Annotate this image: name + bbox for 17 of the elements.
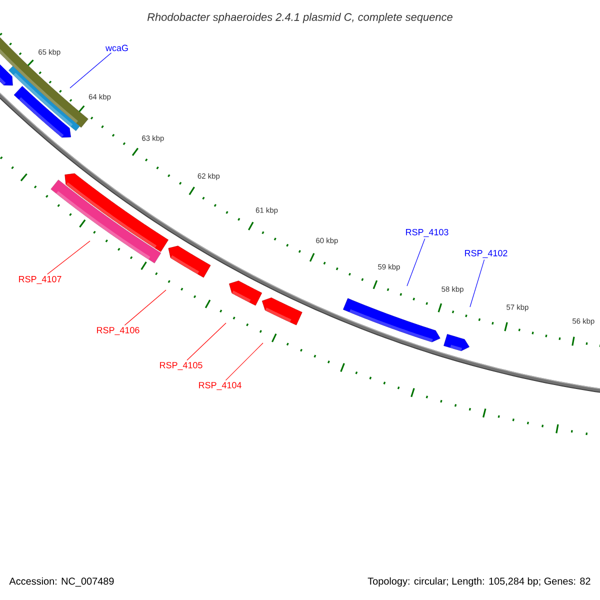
gene-label: wcaG [106,44,128,52]
footer-text: Topology: circular; Length: 105,284 bp; Genes: 82 [368,577,590,587]
leader-line [47,240,90,275]
gene-label: RSP_4102 [465,250,508,258]
gene-label: RSP_4107 [19,276,62,284]
leader-line [406,238,426,286]
gene-label: RSP_4104 [199,382,242,390]
gene-label: RSP_4103 [406,228,448,238]
title: Rhodobacter sphaeroides 2.4.1 plasmid C, complete sequence [147,12,452,24]
leader-line [225,342,264,381]
leader-line [186,322,226,361]
gene-label: RSP_4106 [97,326,140,336]
leader-line [70,52,112,88]
leader-line [470,259,485,308]
accession-text: Accession: NC_007489 [9,577,114,587]
leader-line [124,290,166,326]
gene-label: RSP_4105 [160,362,202,370]
